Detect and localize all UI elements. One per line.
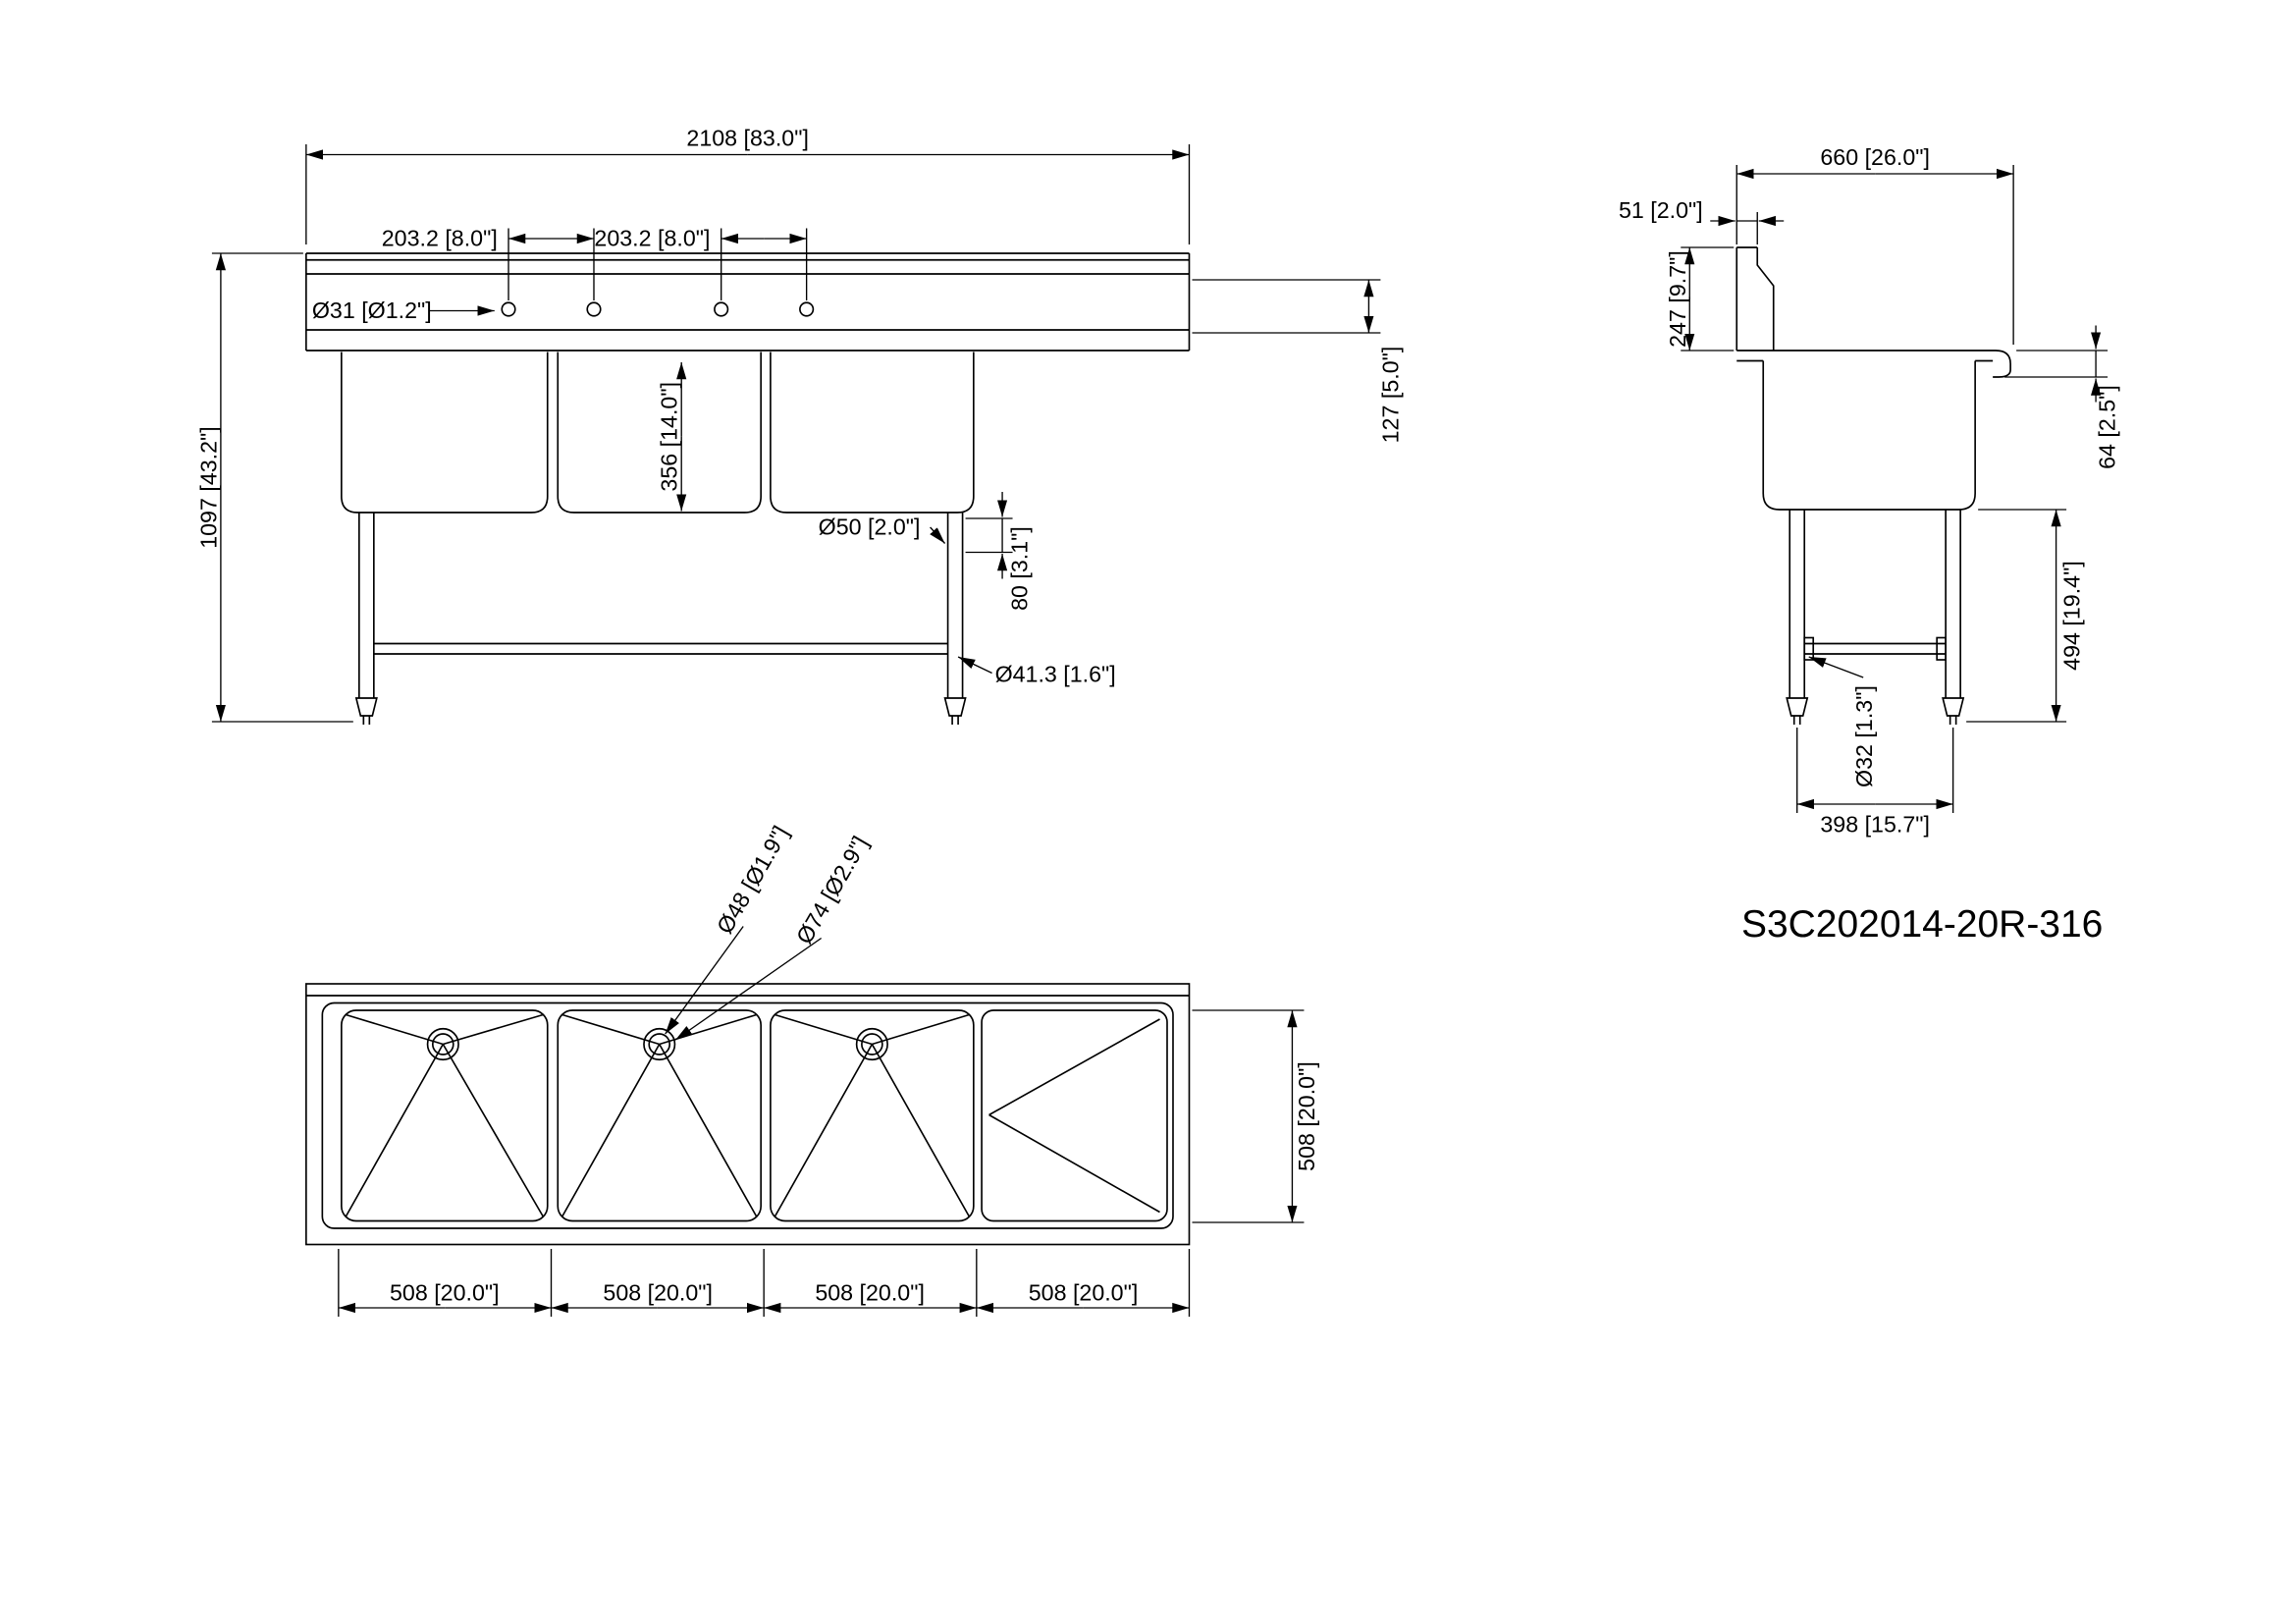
model-number: S3C202014-20R-316 bbox=[1741, 903, 2103, 946]
dim-drain-inner: Ø48 [Ø1.9"] bbox=[712, 822, 793, 939]
dim-section-4: 508 [20.0"] bbox=[1029, 1279, 1139, 1305]
dim-faucet-cc-right: 203.2 [8.0"] bbox=[594, 225, 710, 250]
dim-faucet-cc-left: 203.2 [8.0"] bbox=[382, 225, 498, 250]
drain-bowl-1 bbox=[426, 1027, 459, 1061]
dim-overall-height: 1097 [43.2"] bbox=[195, 426, 221, 549]
dim-leg-centers: 398 [15.7"] bbox=[1820, 811, 1930, 837]
dim-depth: 660 [26.0"] bbox=[1820, 144, 1930, 170]
dim-edge-height: 127 [5.0"] bbox=[1377, 347, 1403, 444]
side-geometry bbox=[1735, 246, 2011, 725]
dim-leg-top: 80 [3.1"] bbox=[1007, 526, 1033, 611]
dim-faucet-hole: Ø31 [Ø1.2"] bbox=[312, 298, 432, 323]
dim-roll-height: 64 [2.5"] bbox=[2095, 385, 2120, 469]
dim-section-1: 508 [20.0"] bbox=[390, 1279, 500, 1305]
side-view: 660 [26.0"] 51 [2.0"] 247 [9.7"] 64 [2.5… bbox=[1619, 144, 2120, 946]
dim-foot-tube: Ø32 [1.3"] bbox=[1851, 685, 1877, 787]
dim-under-height: 494 [19.4"] bbox=[2059, 561, 2085, 671]
side-dimensions: 660 [26.0"] 51 [2.0"] 247 [9.7"] 64 [2.5… bbox=[1619, 144, 2120, 838]
top-view: Ø48 [Ø1.9"] Ø74 [Ø2.9"] 508 [20.0"] 508 … bbox=[305, 822, 1319, 1317]
dim-bowl-front-back: 508 [20.0"] bbox=[1294, 1061, 1319, 1171]
dim-leg-tube: Ø50 [2.0"] bbox=[819, 514, 921, 539]
dim-splash-height: 247 [9.7"] bbox=[1665, 250, 1690, 348]
drain-bowl-3 bbox=[855, 1027, 888, 1061]
top-geometry bbox=[305, 983, 1191, 1246]
front-view: 2108 [83.0"] 203.2 [8.0"] 203.2 [8.0"] Ø… bbox=[195, 125, 1403, 725]
dim-overall-length: 2108 [83.0"] bbox=[686, 125, 809, 150]
front-legs bbox=[354, 513, 967, 725]
front-bowls bbox=[341, 352, 975, 514]
dim-brace-tube: Ø41.3 [1.6"] bbox=[995, 661, 1116, 686]
dim-bowl-depth: 356 [14.0"] bbox=[657, 382, 682, 492]
faucet-holes bbox=[501, 301, 815, 317]
dim-section-2: 508 [20.0"] bbox=[603, 1279, 713, 1305]
front-dimensions: 2108 [83.0"] 203.2 [8.0"] 203.2 [8.0"] Ø… bbox=[195, 125, 1403, 723]
drain-bowl-2 bbox=[643, 1027, 676, 1061]
front-counter-outline bbox=[305, 252, 1191, 352]
dim-splash-thickness: 51 [2.0"] bbox=[1619, 197, 1703, 223]
dim-drain-outer: Ø74 [Ø2.9"] bbox=[791, 832, 873, 948]
dim-section-3: 508 [20.0"] bbox=[815, 1279, 925, 1305]
top-dimensions: Ø48 [Ø1.9"] Ø74 [Ø2.9"] 508 [20.0"] 508 … bbox=[338, 822, 1319, 1317]
